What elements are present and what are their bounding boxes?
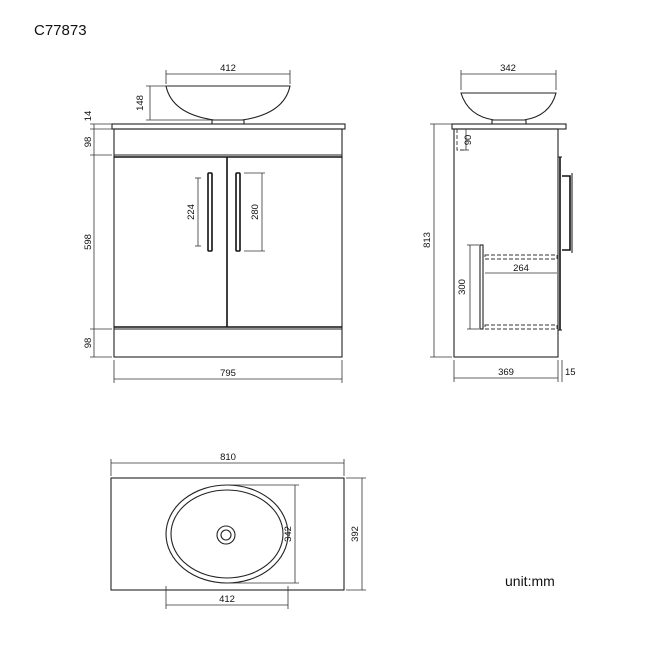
plan-basin-outer bbox=[165, 484, 289, 584]
front-basin bbox=[165, 85, 291, 121]
dim-shelf-depth: 264 bbox=[513, 263, 529, 274]
dim-handle-2: 280 bbox=[250, 204, 261, 220]
dim-cabinet-width: 795 bbox=[220, 368, 236, 379]
front-cabinet-body bbox=[113, 128, 343, 358]
plan-worktop bbox=[110, 477, 345, 591]
dim-plan-basin-depth: 342 bbox=[283, 526, 294, 542]
side-shelf bbox=[484, 254, 558, 260]
front-worktop bbox=[111, 123, 346, 130]
plan-waste-inner bbox=[220, 529, 232, 541]
side-cabinet-body bbox=[453, 128, 559, 358]
plan-basin-inner bbox=[170, 489, 284, 579]
side-worktop bbox=[451, 123, 567, 130]
dim-side-basin-width: 342 bbox=[500, 63, 516, 74]
dim-top-width: 810 bbox=[220, 452, 236, 463]
side-basin bbox=[460, 92, 557, 121]
plan-view: 810 412 342 392 bbox=[110, 452, 366, 609]
dim-shelf-gap: 300 bbox=[457, 279, 468, 295]
dim-total-height: 813 bbox=[422, 232, 433, 248]
dim-basin-width: 412 bbox=[220, 63, 236, 74]
unit-label: unit:mm bbox=[505, 573, 555, 589]
front-handle-left bbox=[207, 172, 213, 252]
side-view: 90 264 300 342 813 369 15 bbox=[422, 63, 576, 382]
dim-door-height: 598 bbox=[83, 234, 94, 250]
front-view: 224 280 412 148 14 98 598 98 795 bbox=[83, 63, 346, 383]
front-handle-right bbox=[235, 172, 241, 252]
dim-side-rail: 90 bbox=[463, 135, 474, 146]
dim-plinth: 98 bbox=[83, 338, 94, 349]
plan-waste-outer bbox=[216, 525, 236, 545]
dim-cabinet-depth: 369 bbox=[498, 367, 514, 378]
dim-top-depth: 392 bbox=[350, 526, 361, 542]
dim-top-thickness: 14 bbox=[83, 111, 94, 122]
dim-door-thickness: 15 bbox=[565, 367, 576, 378]
product-code: C77873 bbox=[34, 22, 87, 39]
dim-plan-basin-width: 412 bbox=[219, 594, 235, 605]
side-handle bbox=[562, 175, 571, 251]
dim-top-rail: 98 bbox=[83, 137, 94, 148]
dim-basin-height: 148 bbox=[135, 95, 146, 111]
dim-handle-1: 224 bbox=[186, 204, 197, 220]
